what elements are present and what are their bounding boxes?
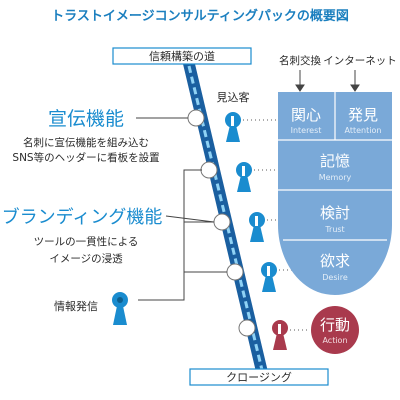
checkpoint-5 (238, 319, 256, 337)
checkpoint-1 (187, 109, 205, 127)
feature-branding-desc-2: イメージの浸透 (49, 253, 123, 265)
stage-desire-en: Desire (322, 273, 348, 282)
sender-connectors (138, 169, 227, 301)
road-checkpoints (187, 109, 256, 337)
prospect-person-3-icon (249, 212, 265, 242)
stage-attention-ja: 発見 (348, 106, 378, 124)
feature-branding: ブランディング機能 ツールの一貫性による イメージの浸透 (2, 206, 215, 265)
prospect-person-4-icon (261, 262, 277, 292)
funnel-dividers (278, 92, 392, 241)
road-top-label: 信頼構築の道 (149, 49, 215, 63)
stage-interest-ja: 関心 (291, 106, 321, 124)
source-internet-label: インターネット (323, 55, 397, 67)
funnel-shape (278, 92, 392, 295)
source-business-card-label: 名刺交換 (279, 54, 321, 67)
stage-action: 行動 Action (311, 306, 359, 354)
stage-action-en: Action (322, 336, 347, 345)
info-sender-person-icon (112, 292, 128, 325)
stage-desire-ja: 欲求 (320, 252, 350, 270)
diagram-title: トラストイメージコンサルティングパックの概要図 (51, 8, 349, 24)
stage-memory: 記憶 Memory (319, 152, 352, 182)
road-bottom-label: クロージング (226, 370, 292, 384)
prospect-person-1-icon (225, 112, 241, 142)
feature-promotion: 宣伝機能 名刺に宣伝機能を組み込む SNS等のヘッダーに看板を設置 (12, 108, 188, 164)
feature-promotion-desc-1: 名刺に宣伝機能を組み込む (23, 136, 149, 149)
stage-interest: 関心 Interest (291, 106, 322, 135)
stage-trust: 検討 Trust (320, 204, 350, 234)
stage-action-ja: 行動 (320, 316, 350, 334)
stage-desire: 欲求 Desire (320, 252, 350, 282)
stage-trust-ja: 検討 (320, 204, 350, 222)
feature-branding-connector (165, 215, 215, 223)
road-bottom-label-box: クロージング (189, 368, 329, 386)
action-person-icon (272, 320, 288, 350)
road-top-label-box: 信頼構築の道 (112, 47, 252, 65)
feature-promotion-heading: 宣伝機能 (48, 108, 124, 130)
stage-memory-ja: 記憶 (320, 152, 350, 170)
prospect-person-2-icon (236, 162, 252, 192)
feature-branding-desc-1: ツールの一貫性による (34, 235, 139, 248)
checkpoint-4 (226, 263, 244, 281)
source-arrows (295, 70, 360, 92)
prospect-label: 見込客 (217, 90, 250, 104)
stage-attention-en: Attention (345, 126, 382, 135)
stage-trust-en: Trust (324, 225, 344, 234)
checkpoint-3 (213, 213, 231, 231)
stage-interest-en: Interest (291, 126, 322, 135)
stage-attention: 発見 Attention (345, 106, 382, 135)
stage-memory-en: Memory (319, 173, 352, 182)
feature-branding-heading: ブランディング機能 (2, 206, 163, 228)
action-circle (311, 306, 359, 354)
info-sender-label: 情報発信 (54, 299, 98, 313)
feature-promotion-desc-2: SNS等のヘッダーに看板を設置 (12, 151, 159, 164)
checkpoint-2 (200, 161, 218, 179)
prospect-persons (225, 112, 288, 350)
